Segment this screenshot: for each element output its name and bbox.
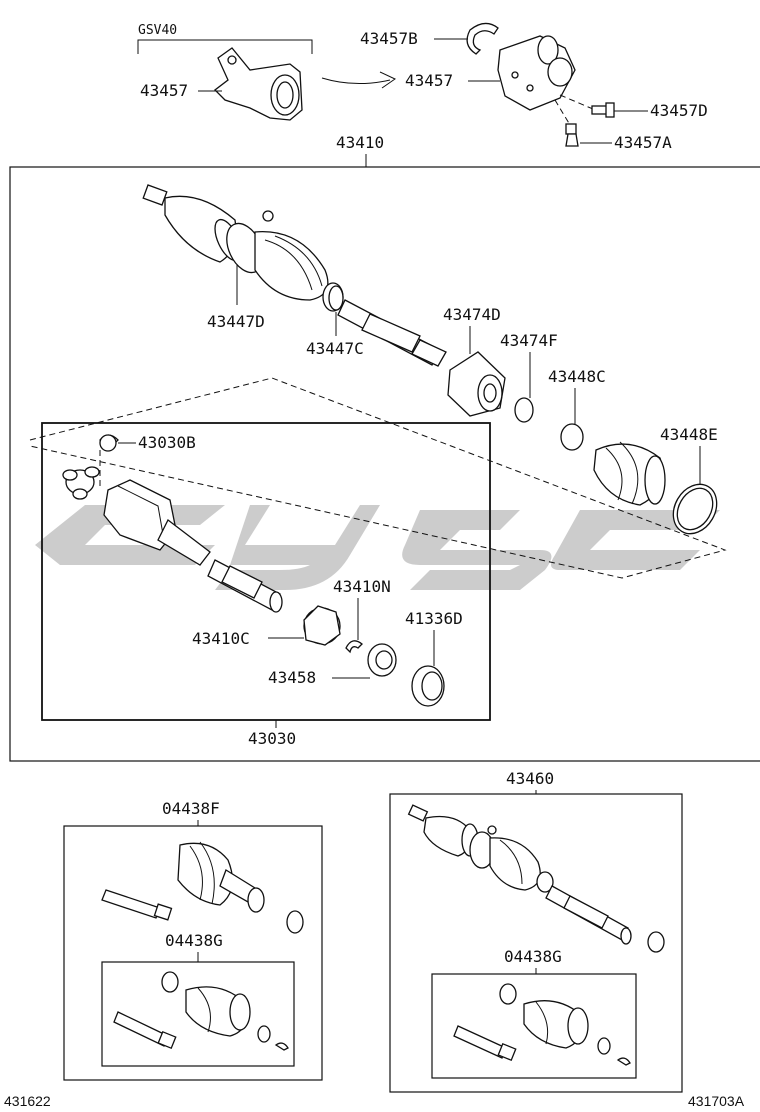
label-04438f: 04438F (162, 799, 220, 818)
label-43410n: 43410N (333, 577, 391, 596)
part-inner-boot-kit-1[interactable] (185, 986, 289, 1051)
label-04438g-left: 04438G (165, 931, 223, 950)
part-kit-clamp-4[interactable] (499, 983, 517, 1005)
part-43448c-clamp[interactable] (560, 423, 584, 451)
label-43457-left: 43457 (140, 81, 188, 100)
label-43030b: 43030B (138, 433, 196, 452)
label-43410c: 43410C (192, 629, 250, 648)
part-kit-clamp-1[interactable] (286, 910, 304, 934)
part-inner-boot-kit-2[interactable] (523, 1000, 631, 1066)
part-kit-clamp-3[interactable] (647, 931, 665, 953)
assembly-43460-frame (389, 793, 683, 1093)
kit-04438g-left-frame (101, 961, 295, 1067)
label-43447c: 43447C (306, 339, 364, 358)
label-43457b: 43457B (360, 29, 418, 48)
label-43474d: 43474D (443, 305, 501, 324)
part-43448e-clamp[interactable] (665, 476, 726, 541)
label-43457-right: 43457 (405, 71, 453, 90)
part-43457b-clip[interactable] (466, 22, 499, 55)
label-43460: 43460 (506, 769, 554, 788)
part-43457-bracket-right[interactable] (497, 35, 576, 111)
part-43474d-damper[interactable] (447, 351, 506, 417)
label-43457d: 43457D (650, 101, 708, 120)
part-tripod-spider[interactable] (62, 466, 100, 500)
gsv40-group: GSV40 (137, 23, 313, 54)
gsv40-label: GSV40 (138, 23, 177, 38)
part-outboard-boot-kit[interactable] (177, 841, 265, 913)
part-43474f-clamp[interactable] (514, 397, 534, 423)
part-41336d-seal[interactable] (411, 665, 445, 707)
reference-right: 431703A (688, 1093, 745, 1109)
label-43457a: 43457A (614, 133, 672, 152)
part-43410c-bearing[interactable] (303, 605, 341, 646)
label-04438g-right: 04438G (504, 947, 562, 966)
part-inboard-joint[interactable] (103, 479, 283, 613)
label-43458: 43458 (268, 668, 316, 687)
label-43474f: 43474F (500, 331, 558, 350)
label-43448e: 43448E (660, 425, 718, 444)
label-43447d: 43447D (207, 312, 265, 331)
label-43410: 43410 (336, 133, 384, 152)
part-43410n-snap-ring[interactable] (345, 640, 363, 654)
dashed-guide (29, 377, 727, 579)
part-inner-boot[interactable] (593, 441, 666, 506)
part-outboard-joint[interactable] (142, 184, 344, 312)
part-grease-tube-2[interactable] (113, 1011, 177, 1050)
kit-04438g-right-frame (431, 973, 637, 1079)
part-drive-shaft[interactable] (337, 299, 447, 367)
label-41336d: 41336D (405, 609, 463, 628)
label-43448c: 43448C (548, 367, 606, 386)
part-43457d-bolt[interactable] (591, 102, 615, 118)
part-grease-tube-3[interactable] (453, 1025, 517, 1062)
assembly-43030-frame (41, 422, 491, 721)
part-grease-tube-1[interactable] (101, 889, 173, 921)
part-43447c-clamp[interactable] (328, 285, 344, 311)
part-43457a-nipple[interactable] (565, 123, 579, 147)
part-shaft-assembly-43460[interactable] (407, 804, 632, 945)
assembly-43410-frame (9, 166, 760, 762)
arrow-icon (321, 71, 397, 89)
part-43030b-snap-ring[interactable] (99, 434, 119, 452)
kit-04438f-frame (63, 825, 323, 1081)
reference-left: 431622 (4, 1093, 51, 1109)
part-43458-dust-cover[interactable] (367, 643, 397, 677)
part-43457-bracket-left[interactable] (214, 47, 303, 121)
label-43030: 43030 (248, 729, 296, 748)
part-kit-clamp-2[interactable] (161, 971, 179, 993)
